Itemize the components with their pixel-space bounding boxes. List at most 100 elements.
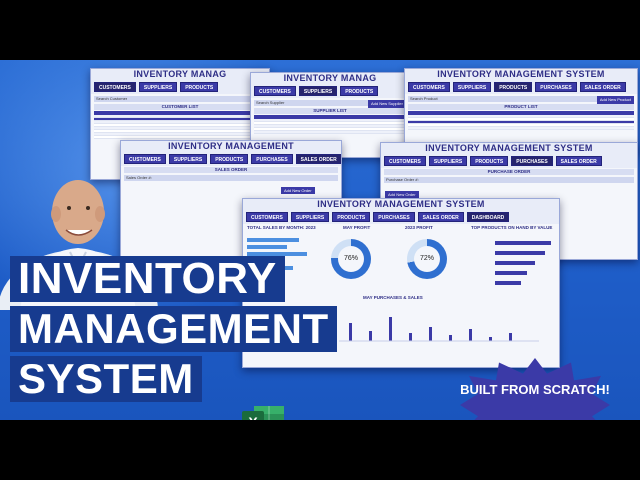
tab-customers[interactable]: CUSTOMERS xyxy=(254,86,296,96)
tab-suppliers[interactable]: SUPPLIERS xyxy=(452,82,492,92)
table-row[interactable] xyxy=(408,118,634,121)
search-input[interactable]: Search Customer xyxy=(94,96,266,102)
section-title: SALES ORDER xyxy=(124,167,338,173)
bar xyxy=(247,245,287,249)
list-title: CUSTOMER LIST xyxy=(94,104,266,110)
add-product-button[interactable]: Add New Product xyxy=(596,96,634,104)
table-row[interactable] xyxy=(408,115,634,118)
tab-customers[interactable]: CUSTOMERS xyxy=(94,82,136,92)
stage: INVENTORY MANAG CUSTOMERS SUPPLIERS PROD… xyxy=(0,60,640,420)
bar xyxy=(495,271,527,275)
tab-purchases[interactable]: PURCHASES xyxy=(251,154,293,164)
dashboard-window: INVENTORY MANAGEMENT SYSTEM CUSTOMERS SU… xyxy=(242,198,560,368)
table-row[interactable] xyxy=(254,131,406,134)
tab-sales-order[interactable]: SALES ORDER xyxy=(579,82,626,92)
table-row[interactable] xyxy=(94,130,266,133)
window-title: INVENTORY MANAGEMENT xyxy=(121,141,341,152)
window-title: INVENTORY MANAGEMENT SYSTEM xyxy=(243,199,559,210)
bar xyxy=(247,238,299,242)
order-number-field[interactable]: Sales Order #: xyxy=(124,175,338,181)
table-row[interactable] xyxy=(254,125,406,128)
tab-sales-order[interactable]: SALES ORDER xyxy=(417,212,464,222)
table-row[interactable] xyxy=(94,124,266,127)
total-sales-title: TOTAL SALES BY MONTH: 2023 xyxy=(247,225,316,230)
window-title: INVENTORY MANAG xyxy=(251,73,409,84)
tab-products[interactable]: PRODUCTS xyxy=(180,82,219,92)
add-supplier-button[interactable]: Add New Supplier xyxy=(367,100,406,108)
tab-products[interactable]: PRODUCTS xyxy=(332,212,371,222)
tab-suppliers[interactable]: SUPPLIERS xyxy=(290,212,330,222)
table-row[interactable] xyxy=(408,127,634,130)
list-title: PRODUCT LIST xyxy=(408,104,634,110)
tab-suppliers[interactable]: SUPPLIERS xyxy=(138,82,178,92)
tab-customers[interactable]: CUSTOMERS xyxy=(246,212,288,222)
table-row[interactable] xyxy=(254,122,406,125)
tab-customers[interactable]: CUSTOMERS xyxy=(124,154,166,164)
table-row[interactable] xyxy=(254,128,406,131)
search-input[interactable]: Search Supplier Add New Supplier xyxy=(254,100,406,108)
top-products-title: TOP PRODUCTS ON HAND BY VALUE xyxy=(471,225,553,230)
table-header xyxy=(94,111,266,115)
may-profit-label: 76% xyxy=(338,246,364,272)
tab-products[interactable]: PRODUCTS xyxy=(470,156,509,166)
headline-line-1: INVENTORY xyxy=(10,256,285,302)
headline-line-2: MANAGEMENT xyxy=(10,306,337,352)
add-order-button[interactable]: Add New Order xyxy=(281,187,315,194)
table-row[interactable] xyxy=(254,119,406,122)
tab-products[interactable]: PRODUCTS xyxy=(210,154,249,164)
search-placeholder: Search Product xyxy=(410,96,438,101)
table-row[interactable] xyxy=(94,127,266,130)
bar xyxy=(495,281,521,285)
tab-suppliers[interactable]: SUPPLIERS xyxy=(298,86,338,96)
table-header xyxy=(408,111,634,115)
svg-text:X: X xyxy=(248,414,258,420)
tab-purchases[interactable]: PURCHASES xyxy=(511,156,553,166)
window-title: INVENTORY MANAGEMENT SYSTEM xyxy=(405,69,637,80)
table-row[interactable] xyxy=(94,121,266,124)
tab-suppliers[interactable]: SUPPLIERS xyxy=(428,156,468,166)
bar xyxy=(495,251,545,255)
tab-sales-order[interactable]: SALES ORDER xyxy=(555,156,602,166)
bar xyxy=(247,252,307,256)
add-order-button[interactable]: Add New Order xyxy=(385,191,419,198)
section-title: PURCHASE ORDER xyxy=(384,169,634,175)
may-profit-donut: 76% xyxy=(331,239,371,279)
bar xyxy=(495,261,535,265)
table-row[interactable] xyxy=(94,133,266,136)
table-row[interactable] xyxy=(408,121,634,124)
table-row[interactable] xyxy=(408,124,634,127)
list-title: SUPPLIER LIST xyxy=(254,108,406,114)
year-profit-label: 72% xyxy=(414,246,440,272)
purchases-sales-title: MAY PURCHASES & SALES xyxy=(363,295,423,300)
tab-customers[interactable]: CUSTOMERS xyxy=(408,82,450,92)
excel-logo-icon: X xyxy=(242,406,284,420)
tab-purchases[interactable]: PURCHASES xyxy=(535,82,577,92)
customers-window: INVENTORY MANAG CUSTOMERS SUPPLIERS PROD… xyxy=(90,68,270,180)
customer-table xyxy=(94,115,266,139)
purchases-sales-chart xyxy=(339,317,539,342)
window-title: INVENTORY MANAG xyxy=(91,69,269,80)
table-row[interactable] xyxy=(94,118,266,121)
year-profit-title: 2023 PROFIT xyxy=(405,225,433,230)
tab-sales-order[interactable]: SALES ORDER xyxy=(295,154,341,164)
tab-products[interactable]: PRODUCTS xyxy=(494,82,533,92)
table-row[interactable] xyxy=(94,136,266,139)
tab-purchases[interactable]: PURCHASES xyxy=(373,212,415,222)
product-table xyxy=(408,115,634,130)
tab-suppliers[interactable]: SUPPLIERS xyxy=(168,154,208,164)
order-number-field[interactable]: Purchase Order #: xyxy=(384,177,634,183)
headline-line-3: SYSTEM xyxy=(10,356,202,402)
year-profit-donut: 72% xyxy=(407,239,447,279)
badge-text: BUILT FROM SCRATCH! xyxy=(460,382,610,397)
tab-products[interactable]: PRODUCTS xyxy=(340,86,379,96)
bar xyxy=(495,241,551,245)
search-input[interactable]: Search Product Add New Product xyxy=(408,96,634,104)
window-title: INVENTORY MANAGEMENT SYSTEM xyxy=(381,143,637,154)
supplier-table xyxy=(254,119,406,134)
table-row[interactable] xyxy=(94,115,266,118)
search-placeholder: Search Supplier xyxy=(256,100,285,105)
tab-dashboard[interactable]: DASHBOARD xyxy=(466,212,510,222)
tab-customers[interactable]: CUSTOMERS xyxy=(384,156,426,166)
top-products-bars xyxy=(471,235,553,305)
